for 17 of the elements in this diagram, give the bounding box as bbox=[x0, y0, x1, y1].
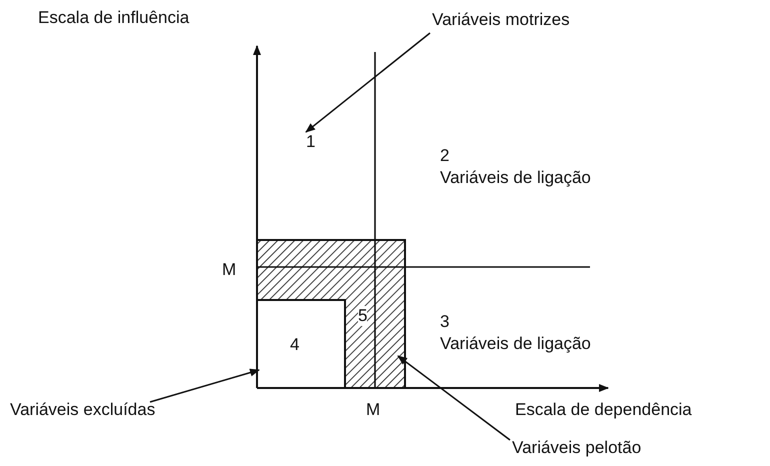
leader-line bbox=[397, 355, 510, 441]
callout-label: Variáveis excluídas bbox=[10, 400, 156, 420]
callout-label: Variáveis motrizes bbox=[432, 10, 570, 30]
callout-label: Variáveis pelotão bbox=[512, 438, 642, 458]
region-number: 4 bbox=[290, 335, 300, 355]
region-number: 2 bbox=[440, 146, 450, 166]
leader-line bbox=[305, 32, 430, 133]
region-label: Variáveis de ligação bbox=[440, 168, 591, 188]
axis-tick-label: M bbox=[222, 260, 236, 280]
region-number: 1 bbox=[306, 132, 322, 154]
axis-tick-label: M bbox=[366, 400, 380, 420]
leader-line bbox=[150, 368, 260, 403]
region-label: Variáveis de ligação bbox=[440, 334, 591, 354]
region-number: 5 bbox=[358, 306, 368, 326]
axis-title: Escala de influência bbox=[38, 8, 190, 28]
axis-title: Escala de dependência bbox=[515, 400, 692, 420]
region-number: 3 bbox=[440, 312, 450, 332]
